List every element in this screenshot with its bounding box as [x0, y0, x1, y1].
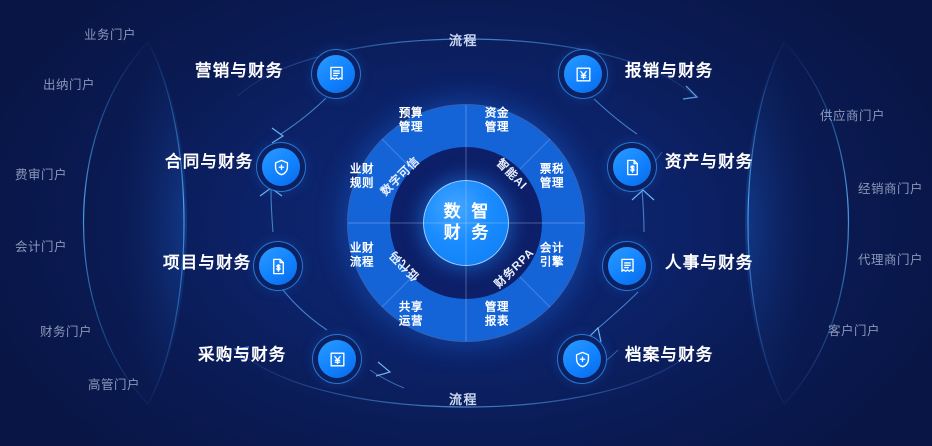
portal-finance-portal[interactable]: 财务门户: [40, 325, 93, 339]
sector-line1: 业财: [349, 242, 375, 255]
sector-line1: 预算: [398, 107, 424, 120]
sector-business-finance-process: 业财 流程: [350, 242, 374, 271]
module-label-marketing-and-finance[interactable]: 营销与财务: [195, 62, 284, 80]
portal-accounting-portal[interactable]: 会计门户: [15, 240, 68, 254]
node-archive-and-finance[interactable]: [563, 340, 601, 378]
portal-cashier-portal[interactable]: 出纳门户: [43, 78, 96, 92]
sector-budget-management: 预算 管理: [399, 107, 423, 136]
sector-line1: 业财: [349, 163, 375, 176]
portal-agent-portal[interactable]: 代理商门户: [858, 253, 924, 267]
sector-line2: 流程: [349, 257, 375, 269]
module-label-project-and-finance[interactable]: 项目与财务: [163, 254, 252, 272]
shield-plus-icon: [272, 158, 291, 177]
module-label-procurement-and-finance[interactable]: 采购与财务: [198, 346, 287, 364]
document-dollar-icon: [269, 257, 288, 276]
sector-line2: 管理: [398, 122, 424, 134]
module-label-asset-and-finance[interactable]: 资产与财务: [665, 153, 754, 171]
node-procurement-and-finance[interactable]: [318, 340, 356, 378]
receipt-icon: [618, 257, 637, 276]
process-label-bottom: 流程: [449, 392, 479, 407]
yen-box-icon: [328, 350, 347, 369]
portal-reseller-portal[interactable]: 经销商门户: [858, 182, 924, 196]
node-hr-and-finance[interactable]: [608, 247, 646, 285]
document-dollar-icon: [623, 158, 642, 177]
sector-line2: 引擎: [539, 257, 565, 269]
node-project-and-finance[interactable]: [259, 247, 297, 285]
receipt-icon: [327, 65, 346, 84]
sector-line1: 资金: [484, 107, 510, 120]
node-contract-and-finance[interactable]: [262, 148, 300, 186]
node-reimbursement-and-finance[interactable]: [564, 55, 602, 93]
module-label-contract-and-finance[interactable]: 合同与财务: [165, 153, 254, 171]
shield-plus-icon: [573, 350, 592, 369]
node-marketing-and-finance[interactable]: [317, 55, 355, 93]
module-label-reimbursement-and-finance[interactable]: 报销与财务: [625, 62, 714, 80]
sector-line2: 报表: [484, 316, 510, 328]
process-label-top: 流程: [449, 33, 479, 48]
module-label-archive-and-finance[interactable]: 档案与财务: [625, 346, 714, 364]
sector-line2: 运营: [398, 316, 424, 328]
sector-line1: 管理: [484, 301, 510, 314]
core-title-line1: 数 智: [443, 202, 492, 222]
sector-business-finance-rules: 业财 规则: [350, 163, 374, 192]
sector-line1: 共享: [398, 301, 424, 314]
core-title-line2: 财 务: [443, 223, 492, 242]
portal-executive-portal[interactable]: 高管门户: [88, 378, 141, 392]
node-asset-and-finance[interactable]: [613, 148, 651, 186]
portal-supplier-portal[interactable]: 供应商门户: [820, 109, 886, 123]
sector-line1: 票税: [539, 163, 565, 176]
module-label-hr-and-finance[interactable]: 人事与财务: [665, 254, 754, 272]
sector-management-reports: 管理 报表: [485, 301, 509, 330]
sector-line2: 管理: [539, 178, 565, 190]
sector-line1: 会计: [539, 242, 565, 255]
sector-line2: 规则: [349, 178, 375, 190]
sector-fund-management: 资金 管理: [485, 107, 509, 136]
sector-tax-invoice-management: 票税 管理: [540, 163, 564, 192]
portal-customer-portal[interactable]: 客户门户: [828, 324, 881, 338]
portal-expense-audit-portal[interactable]: 费审门户: [15, 168, 68, 182]
sector-accounting-engine: 会计 引擎: [540, 242, 564, 271]
sector-shared-operations: 共享 运营: [399, 301, 423, 330]
portal-business-portal[interactable]: 业务门户: [84, 28, 137, 42]
yen-box-icon: [574, 65, 593, 84]
core-circle: 数 智 财 务: [423, 180, 509, 266]
sector-line2: 管理: [484, 122, 510, 134]
